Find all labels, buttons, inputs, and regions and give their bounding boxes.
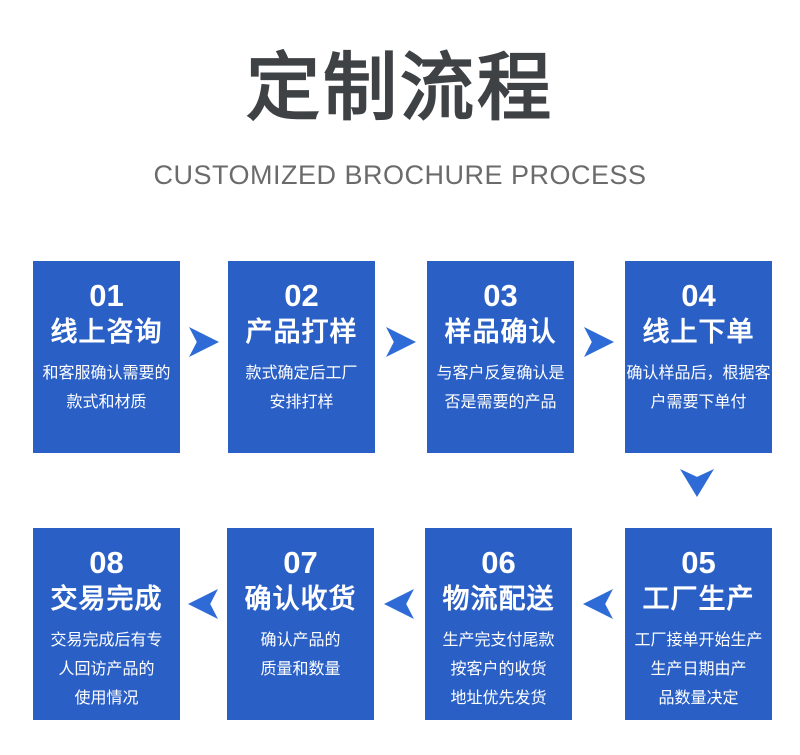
step-title: 线上下单 [642, 316, 755, 347]
step-box-03: 03 样品确认 与客户反复确认是 否是需要的产品 [427, 261, 574, 453]
step-number: 06 [481, 545, 516, 580]
step-description: 确认样品后，根据客 户需要下单付 [626, 365, 771, 412]
arrow-left-icon [384, 589, 414, 619]
step-box-04: 04 线上下单 确认样品后，根据客 户需要下单付 [625, 261, 772, 453]
page-title: 定制流程 [246, 46, 554, 129]
step-title: 线上咨询 [50, 316, 163, 347]
step-box-05: 05 工厂生产 工厂接单开始生产 生产日期由产 品数量决定 [625, 528, 772, 720]
step-title: 交易完成 [50, 583, 163, 614]
step-description: 和客服确认需要的 款式和材质 [42, 365, 171, 412]
step-box-07: 07 确认收货 确认产品的 质量和数量 [227, 528, 374, 720]
step-description: 工厂接单开始生产 生产日期由产 品数量决定 [634, 632, 763, 708]
step-description: 生产完支付尾款 按客户的收货 地址优先发货 [442, 632, 555, 708]
step-title: 样品确认 [444, 316, 557, 347]
step-box-08: 08 交易完成 交易完成后有专 人回访产品的 使用情况 [33, 528, 180, 720]
arrow-down-icon [680, 469, 714, 497]
page-subtitle: CUSTOMIZED BROCHURE PROCESS [153, 160, 647, 190]
step-title: 确认收货 [244, 583, 357, 614]
step-number: 07 [283, 545, 318, 580]
step-title: 产品打样 [245, 316, 358, 347]
step-number: 03 [483, 278, 518, 313]
step-title: 物流配送 [442, 583, 555, 614]
step-box-06: 06 物流配送 生产完支付尾款 按客户的收货 地址优先发货 [425, 528, 572, 720]
step-description: 款式确定后工厂 安排打样 [245, 365, 358, 412]
arrow-left-icon [583, 589, 613, 619]
arrow-right-icon [189, 327, 219, 357]
step-description: 与客户反复确认是 否是需要的产品 [436, 365, 565, 412]
step-box-01: 01 线上咨询 和客服确认需要的 款式和材质 [33, 261, 180, 453]
step-number: 01 [89, 278, 124, 313]
arrow-left-icon [188, 589, 218, 619]
arrow-right-icon [386, 327, 416, 357]
step-box-02: 02 产品打样 款式确定后工厂 安排打样 [228, 261, 375, 453]
step-number: 04 [681, 278, 716, 313]
step-number: 02 [284, 278, 319, 313]
step-description: 确认产品的 质量和数量 [260, 632, 341, 679]
step-number: 05 [681, 545, 716, 580]
step-number: 08 [89, 545, 124, 580]
step-description: 交易完成后有专 人回访产品的 使用情况 [50, 632, 163, 708]
step-title: 工厂生产 [642, 583, 755, 614]
arrow-right-icon [584, 327, 614, 357]
